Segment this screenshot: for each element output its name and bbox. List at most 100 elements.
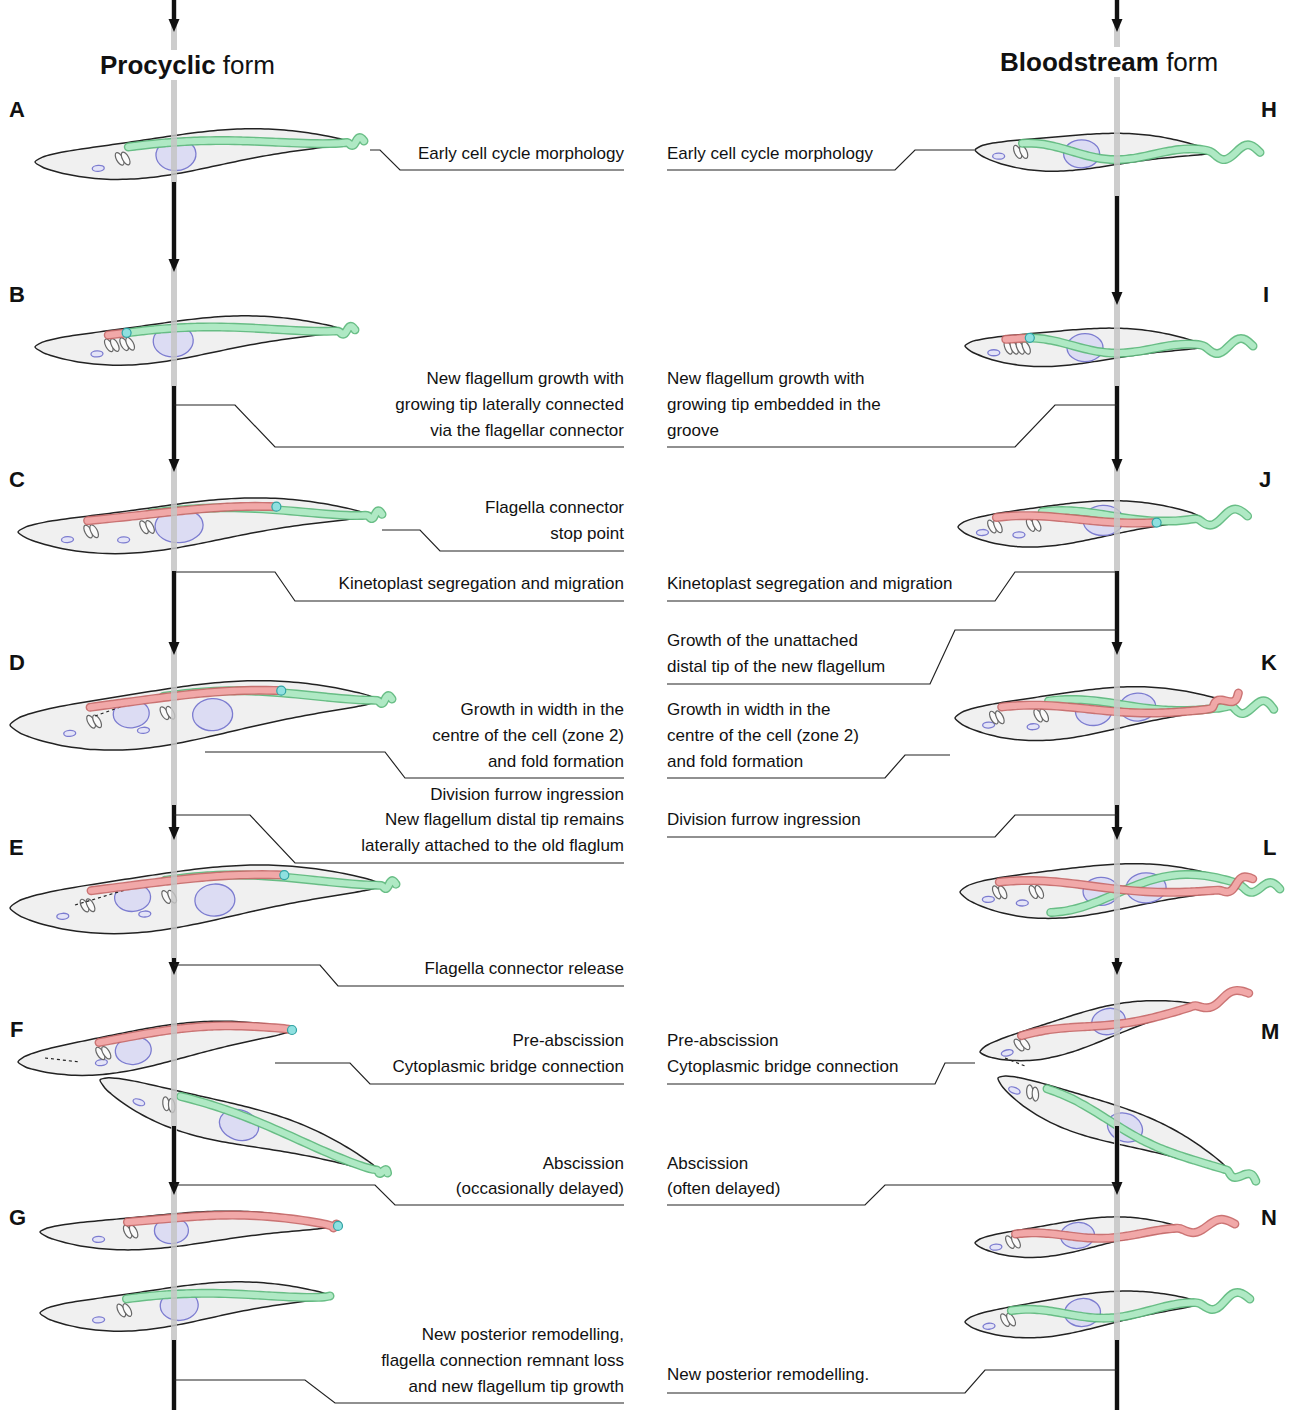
stage-annotation: Growth of the unattached distal tip of t… xyxy=(667,628,895,680)
flagella-connector xyxy=(1152,518,1161,527)
timeline-arrowhead xyxy=(1112,827,1123,840)
stage-annotation: New posterior remodelling, flagella conn… xyxy=(374,1322,624,1400)
old-flagellum xyxy=(1047,1089,1256,1181)
trypanosome-cell xyxy=(40,1211,342,1250)
stage-annotation: (often delayed) xyxy=(667,1176,997,1202)
trypanosome-cell xyxy=(35,316,355,365)
old-flagellum xyxy=(128,137,364,146)
flagella-connector xyxy=(277,686,286,695)
basal-body xyxy=(84,898,96,913)
panel-letter: G xyxy=(9,1205,26,1231)
basal-body xyxy=(121,1302,133,1317)
old-flagellum-core xyxy=(126,1293,330,1299)
kinetoplast xyxy=(1001,1049,1014,1057)
basal-body xyxy=(88,524,100,539)
kinetoplast xyxy=(92,1317,104,1324)
new-flagellum-core xyxy=(99,1026,292,1043)
new-flagellum xyxy=(127,1215,338,1228)
panel-letter: M xyxy=(1261,1019,1279,1045)
new-flagellum-core xyxy=(127,1215,338,1228)
stage-annotation: Flagella connector release xyxy=(294,956,624,982)
timeline-arrowhead xyxy=(1112,962,1123,975)
flagella-connector xyxy=(288,1026,297,1035)
stage-annotation: New flagellum growth with growing tip la… xyxy=(384,366,624,444)
old-flagellum xyxy=(1022,143,1260,159)
kinetoplast xyxy=(139,911,151,918)
timeline-arrowhead xyxy=(1112,19,1123,32)
new-flagellum xyxy=(999,877,1252,893)
new-flagellum-core xyxy=(1016,1219,1235,1238)
kinetoplast xyxy=(988,350,1000,356)
stage-annotation: Kinetoplast segregation and migration xyxy=(294,571,624,597)
timelines xyxy=(169,0,1123,1410)
trypanosome-cell xyxy=(965,1291,1250,1338)
old-flagellum-core xyxy=(1047,1089,1256,1181)
old-flagellum-core xyxy=(1011,1292,1249,1318)
cytoplasmic-bridge xyxy=(1005,1058,1025,1066)
timeline-step xyxy=(172,571,176,645)
trypanosome-cell xyxy=(35,129,364,180)
timeline-step xyxy=(172,1340,176,1410)
kinetoplast xyxy=(57,913,69,920)
kinetoplast xyxy=(982,896,994,902)
timeline-step xyxy=(172,805,176,830)
basal-body xyxy=(144,519,156,534)
kinetoplast xyxy=(91,351,103,358)
basal-body xyxy=(109,337,121,352)
flagella-connector xyxy=(1025,333,1034,342)
basal-body xyxy=(1033,884,1045,899)
stage-annotation: (occasionally delayed) xyxy=(294,1176,624,1202)
old-flagellum-core xyxy=(181,1096,388,1173)
basal-body xyxy=(994,710,1006,725)
old-flagellum-core xyxy=(128,137,364,146)
panel-letter: K xyxy=(1261,650,1277,676)
kinetoplast xyxy=(61,536,73,543)
new-flagellum-core xyxy=(88,506,277,520)
panel-letter: B xyxy=(9,282,25,308)
kinetoplast xyxy=(976,529,988,535)
cytoplasmic-bridge xyxy=(45,1058,80,1062)
panel-letter: E xyxy=(9,835,24,861)
timeline-arrowhead xyxy=(169,19,180,32)
heading-bold: Bloodstream xyxy=(1000,47,1159,77)
trypanosome-cell xyxy=(18,1021,297,1075)
old-flagellum xyxy=(1023,338,1253,353)
new-flagellum-core xyxy=(91,875,284,891)
timeline-step xyxy=(1115,1126,1119,1185)
timeline-step xyxy=(1115,196,1119,295)
flagella-connector xyxy=(272,502,281,511)
stage-annotation: Flagella connector stop point xyxy=(474,495,624,547)
panel-letter: D xyxy=(9,650,25,676)
kinetoplast xyxy=(993,153,1005,159)
new-flagellum xyxy=(99,1026,292,1043)
new-flagellum xyxy=(88,506,277,520)
trypanosome-cell xyxy=(10,865,396,934)
heading-regular: form xyxy=(1159,47,1218,77)
kinetoplast xyxy=(137,727,149,734)
stage-annotation: Cytoplasmic bridge connection xyxy=(667,1054,997,1080)
cell-illustrations xyxy=(10,129,1280,1338)
old-flagellum xyxy=(130,326,355,334)
panel-letter: I xyxy=(1263,282,1269,308)
stage-annotation: Pre-abscission xyxy=(294,1028,624,1054)
stage-annotation: Abscission xyxy=(667,1151,997,1177)
new-flagellum xyxy=(1016,1219,1235,1238)
kinetoplast xyxy=(1013,532,1025,538)
old-flagellum xyxy=(1011,1292,1249,1318)
cell-body xyxy=(18,498,368,554)
new-flagellum xyxy=(90,690,281,707)
stage-annotation: Early cell cycle morphology xyxy=(324,141,624,167)
leader-lines xyxy=(174,150,1117,1403)
nucleus xyxy=(194,883,236,917)
old-flagellum xyxy=(126,1293,330,1299)
timeline-arrowhead xyxy=(169,1182,180,1195)
stage-annotation: Early cell cycle morphology xyxy=(667,141,967,167)
kinetoplast xyxy=(117,537,129,544)
kinetoplast xyxy=(93,1236,105,1242)
trypanosome-cell xyxy=(998,1076,1256,1181)
trypanosome-cell xyxy=(18,498,382,554)
new-flagellum-core xyxy=(1021,990,1248,1035)
timeline-track xyxy=(171,0,177,1410)
trypanosome-cell xyxy=(10,681,392,750)
